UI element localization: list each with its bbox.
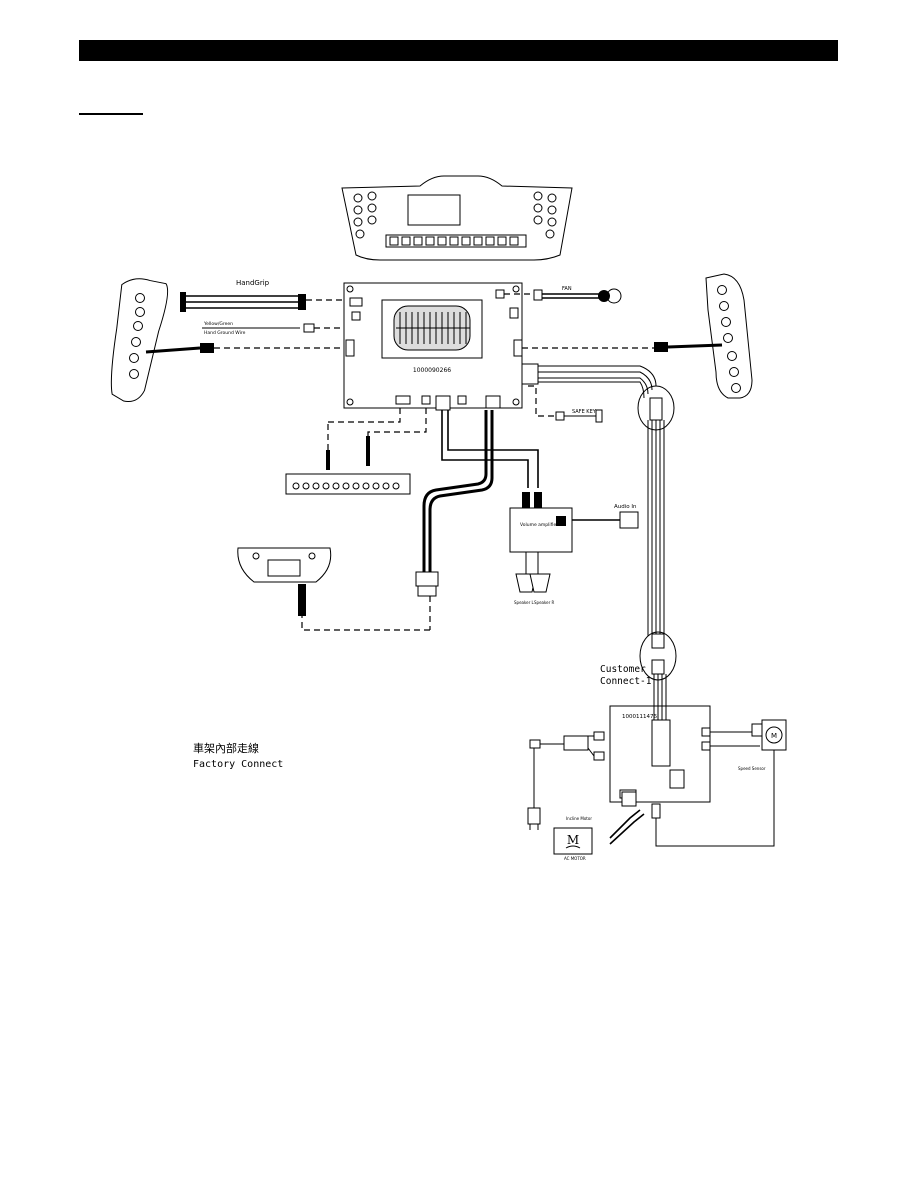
console-overlay: [341, 175, 573, 261]
speed-sensor-assembly: M Speed Sensor: [651, 719, 787, 847]
secondary-console: [237, 547, 332, 616]
console-board-id: 1000090266: [413, 367, 451, 374]
incline-motor-label: Incline Motor: [566, 816, 592, 821]
lower-board-id: 1000111476: [622, 714, 657, 720]
power-input: [527, 735, 595, 830]
ac-motor-label: AC MOTOR: [564, 856, 586, 861]
thick-harness: [301, 410, 539, 631]
volume-amp-label: Volume amplifier: [520, 522, 558, 528]
speaker-l-label: Speaker L: [514, 600, 535, 605]
svg-text:M: M: [567, 833, 579, 847]
customer-connect-line1: Customer: [600, 664, 646, 675]
right-handgrip: [654, 273, 753, 399]
keypad-strip: [285, 404, 427, 495]
audio-in-label: Audio In: [614, 504, 637, 510]
yellow-green-label: Yellow/Green: [203, 321, 233, 327]
console-display: [407, 194, 461, 226]
header-bar: [79, 40, 838, 61]
customer-connect-line2: Connect-1: [600, 676, 652, 687]
ac-motor: M AC MOTOR Incline Motor: [553, 791, 645, 861]
left-handgrip: [110, 278, 214, 402]
safe-key-label: SAFE KEY: [572, 409, 597, 415]
factory-connect-en: Factory Connect: [193, 759, 283, 770]
handgrip-label: HandGrip: [236, 279, 270, 287]
speed-sensor-label: Speed Sensor: [738, 766, 766, 771]
factory-connect-cn: 車架內部走線: [193, 741, 259, 755]
ground-wire-label: Hand Ground Wire: [204, 330, 246, 336]
lower-control-board: 1000111476: [593, 705, 711, 803]
speaker-r-label: Speaker R: [534, 600, 555, 605]
amplifier-board: Volume amplifier Audio In Speaker L Spea…: [509, 492, 639, 605]
handgrip-harness: HandGrip Yellow/Green Hand Ground Wire: [180, 279, 315, 336]
svg-text:M: M: [771, 732, 777, 740]
safe-key: SAFE KEY: [528, 385, 603, 423]
fan-assembly: FAN: [504, 286, 622, 304]
main-console-board: 1000090266: [343, 282, 523, 411]
fan-label: FAN: [562, 286, 572, 292]
section-title-underline: [79, 113, 143, 115]
